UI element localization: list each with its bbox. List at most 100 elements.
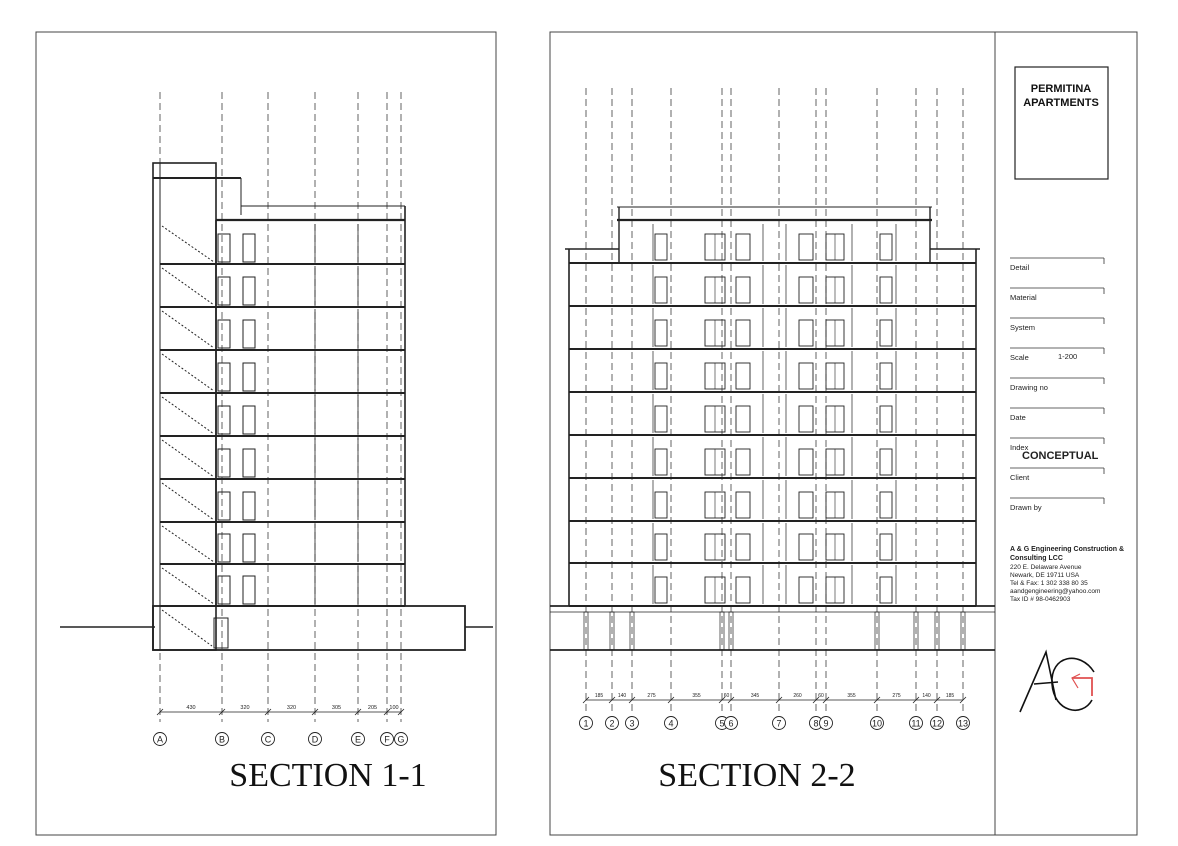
basement-column-5 — [728, 611, 734, 651]
axis-bubble-E — [351, 732, 365, 746]
window-6-4 — [798, 448, 814, 476]
field-label-scale: Scale — [1010, 353, 1029, 362]
axis-bubble-B — [215, 732, 229, 746]
field-label-index: Index — [1010, 443, 1029, 452]
dimension-tick-0 — [156, 708, 164, 716]
axis-label-7: 7 — [776, 719, 781, 729]
field-label-client: Client — [1010, 473, 1030, 482]
window-6-1 — [654, 448, 668, 476]
dimension-tick-5 — [383, 708, 391, 716]
axis-bubble-4 — [664, 716, 678, 730]
dimension-label-2: 140 — [618, 693, 627, 699]
window-8-6 — [879, 533, 893, 561]
dimension-tick-6 — [775, 696, 783, 704]
axis-label-10: 10 — [872, 719, 882, 729]
dimension-tick-4 — [354, 708, 362, 716]
field-label-drawing-no: Drawing no — [1010, 383, 1048, 392]
dimension-tick-10 — [912, 696, 920, 704]
company-name-line1: A & G Engineering Construction & — [1010, 546, 1124, 553]
basement-column-4 — [719, 611, 725, 651]
window-2-1 — [654, 276, 668, 304]
basement-column-1 — [583, 611, 589, 651]
dimension-label-3: 320 — [287, 705, 296, 711]
window-6-3 — [735, 448, 751, 476]
window-9-3 — [735, 576, 751, 604]
axis-bubble-12 — [930, 716, 944, 730]
dimension-label-9: 355 — [847, 693, 856, 699]
dimension-label-5: 60 — [724, 693, 730, 699]
window-8-4 — [798, 533, 814, 561]
axis-bubble-7 — [772, 716, 786, 730]
company-name-line2: Consulting LCC — [1010, 555, 1063, 562]
door-3-b — [242, 319, 256, 349]
section-2-title: SECTION 2-2 — [658, 757, 855, 794]
dimension-label-5: 205 — [368, 705, 377, 711]
axis-label-4: 4 — [668, 719, 673, 729]
window-9-4 — [798, 576, 814, 604]
axis-label-B: B — [219, 735, 225, 745]
window-5-3 — [735, 405, 751, 433]
axis-bubble-G — [394, 732, 408, 746]
window-2-6 — [879, 276, 893, 304]
company-email: aandgengineering@yahoo.com — [1010, 588, 1100, 595]
axis-label-12: 12 — [932, 719, 942, 729]
axis-bubble-D — [308, 732, 322, 746]
dimension-tick-6 — [397, 708, 405, 716]
window-2-4 — [798, 276, 814, 304]
dimension-tick-2 — [628, 696, 636, 704]
axis-label-A: A — [157, 735, 163, 745]
company-tax-id: Tax ID # 98-0462903 — [1010, 596, 1071, 603]
axis-bubble-C — [261, 732, 275, 746]
window-6-6 — [879, 448, 893, 476]
stair-flight-3 — [161, 310, 215, 349]
stair-flight-8 — [161, 525, 215, 563]
window-1-1 — [654, 233, 668, 261]
window-4-6 — [879, 362, 893, 390]
dimension-tick-11 — [933, 696, 941, 704]
dimension-label-8: 60 — [818, 693, 824, 699]
dimension-tick-4 — [718, 696, 726, 704]
field-label-detail: Detail — [1010, 263, 1030, 272]
door-2-a — [217, 276, 231, 306]
door-6-b — [242, 448, 256, 478]
field-value-index: CONCEPTUAL — [1022, 450, 1099, 462]
stair-flight-7 — [161, 482, 215, 521]
dimension-tick-12 — [959, 696, 967, 704]
axis-label-6: 6 — [728, 719, 733, 729]
door-4-a — [217, 362, 231, 392]
dimension-label-6: 345 — [751, 693, 760, 699]
stair-flight-6 — [161, 439, 215, 478]
window-4-1 — [654, 362, 668, 390]
axis-bubble-F — [380, 732, 394, 746]
company-phone: Tel & Fax: 1 302 338 80 35 — [1010, 580, 1088, 587]
axis-label-D: D — [312, 735, 319, 745]
basement-column-7 — [913, 611, 919, 651]
window-1-4 — [798, 233, 814, 261]
dimension-label-1: 430 — [186, 705, 195, 711]
dimension-tick-0 — [582, 696, 590, 704]
section-2-building — [550, 206, 995, 651]
dimension-tick-9 — [873, 696, 881, 704]
door-top-b — [242, 233, 256, 263]
basement-column-9 — [960, 611, 966, 651]
basement-column-2 — [609, 611, 615, 651]
project-title-line2: APARTMENTS — [1023, 97, 1099, 109]
window-1-6 — [879, 233, 893, 261]
basement-door — [213, 617, 229, 649]
dimension-label-2: 320 — [240, 705, 249, 711]
axis-label-C: C — [265, 735, 272, 745]
door-3-a — [217, 319, 231, 349]
company-address2: Newark, DE 19711 USA — [1010, 572, 1080, 579]
door-5-a — [217, 405, 231, 435]
dimension-label-10: 275 — [892, 693, 901, 699]
axis-bubble-9 — [819, 716, 833, 730]
window-9-6 — [879, 576, 893, 604]
window-9-1 — [654, 576, 668, 604]
axis-label-E: E — [355, 735, 361, 745]
company-logo — [1019, 649, 1095, 713]
door-top-a — [217, 233, 231, 263]
